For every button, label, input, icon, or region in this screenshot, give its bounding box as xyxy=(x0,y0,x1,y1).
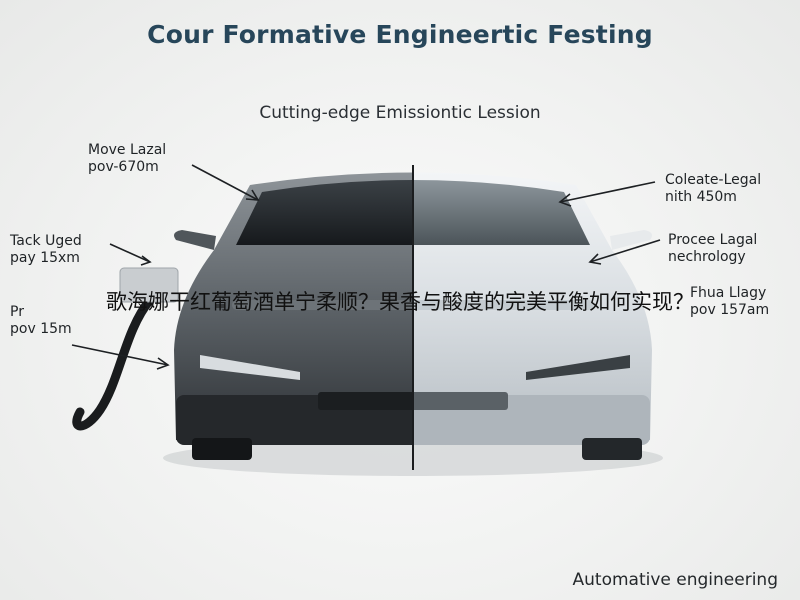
callout-mid-left: Tack Uged pay 15xm xyxy=(10,233,82,266)
car-left-half xyxy=(174,172,413,460)
callout-top-right: Coleate-Legal nith 450m xyxy=(665,172,762,205)
callout-low-left: Pr pov 15m xyxy=(10,304,72,337)
car-right-half xyxy=(413,172,652,460)
image-caption: Automative engineering xyxy=(572,570,778,590)
image-subtitle: Cutting-edge Emissiontic Lession xyxy=(259,103,541,123)
image-title: Cour Formative Engineertic Festing xyxy=(147,20,653,49)
overlay-question-text: 歌海娜干红葡萄酒单宁柔顺？果香与酸度的完美平衡如何实现？ xyxy=(106,290,694,314)
callout-mid-right: Procee Lagal nechrology xyxy=(668,232,758,265)
callout-low-right: Fhua Llagy pov 157am xyxy=(690,285,770,318)
charging-cable xyxy=(72,295,155,431)
callout-arrows xyxy=(71,164,661,370)
charging-plug xyxy=(119,267,179,303)
callout-top-left: Move Lazal pov-670m xyxy=(88,142,167,175)
